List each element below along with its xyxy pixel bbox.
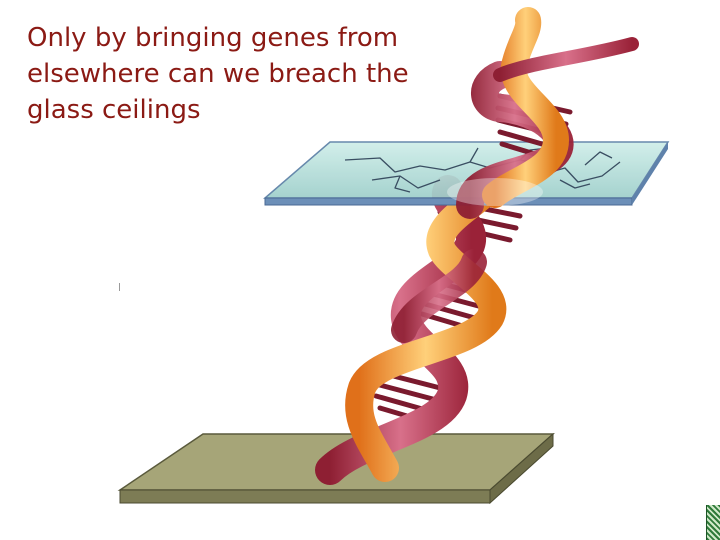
dna-helix-upper [447, 7, 639, 219]
corner-logo [706, 505, 720, 540]
slide-caption: Only by bringing genes from elsewhere ca… [27, 23, 409, 125]
stray-mark [119, 283, 120, 291]
dna-helix-lower [315, 175, 523, 485]
